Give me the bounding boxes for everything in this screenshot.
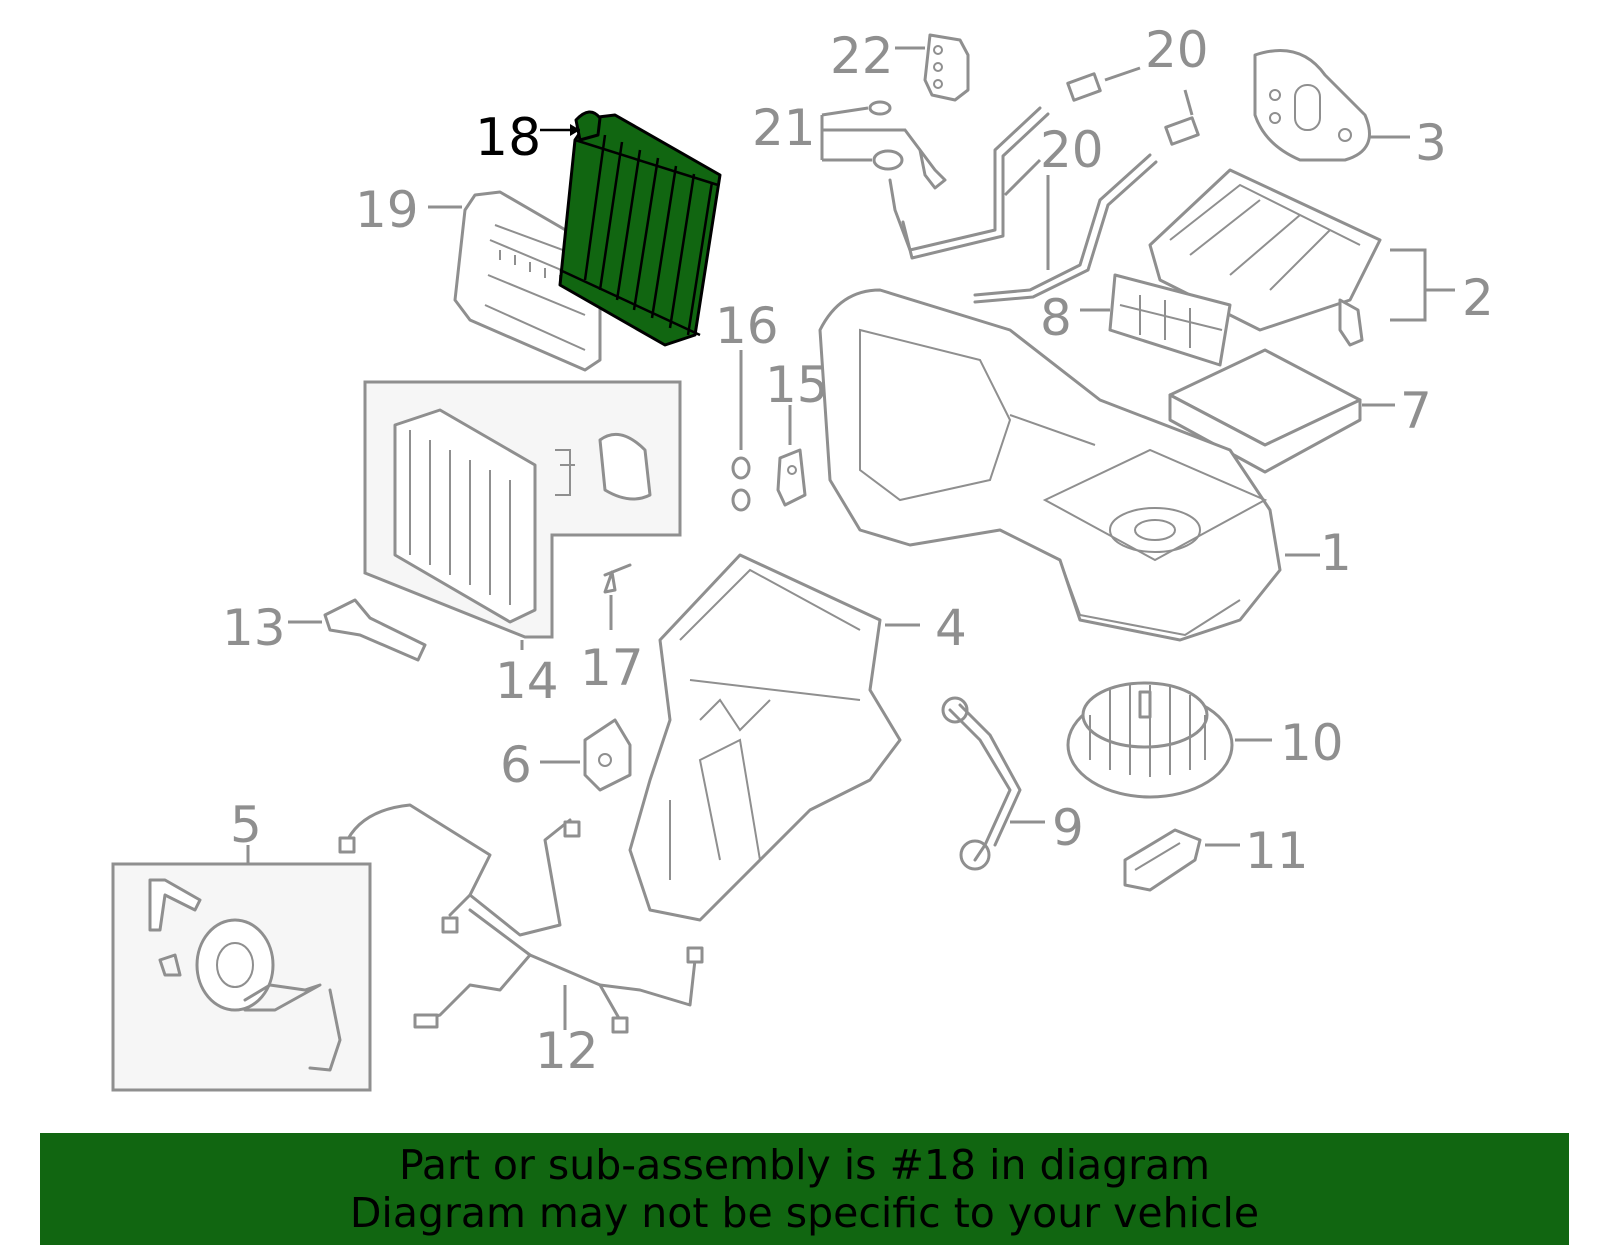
callout-14: 14: [495, 652, 559, 710]
leader-20a: [1104, 66, 1141, 82]
callout-2: 2: [1462, 269, 1494, 327]
banner-line-2: Diagram may not be specific to your vehi…: [349, 1189, 1260, 1237]
callout-5: 5: [230, 796, 262, 854]
part-17-screw[interactable]: [603, 563, 632, 594]
callout-10: 10: [1280, 714, 1344, 772]
callout-12: 12: [535, 1022, 599, 1080]
part-7-filter[interactable]: [1168, 348, 1362, 474]
part-20-lines[interactable]: [888, 72, 1200, 304]
callout-18: 18: [475, 108, 541, 168]
callout-17: 17: [580, 639, 644, 697]
banner-line-1: Part or sub-assembly is #18 in diagram: [398, 1141, 1211, 1189]
callout-6: 6: [500, 736, 532, 794]
callout-9: 9: [1052, 799, 1084, 857]
part-6-actuator[interactable]: [583, 718, 632, 792]
callout-15: 15: [765, 356, 829, 414]
callout-3: 3: [1415, 114, 1447, 172]
part-10-blower[interactable]: [1066, 681, 1234, 799]
part-16-o-rings[interactable]: [731, 456, 751, 512]
part-5-box[interactable]: [111, 862, 372, 1092]
callout-21: 21: [752, 99, 816, 157]
leader-20b: [1003, 158, 1042, 197]
callout-20-mid: 20: [1040, 121, 1104, 179]
callout-22: 22: [830, 27, 894, 85]
info-banner: Part or sub-assembly is #18 in diagram D…: [40, 1133, 1569, 1245]
part-15-expansion-valve[interactable]: [776, 448, 807, 507]
part-18-heater-core[interactable]: [558, 110, 722, 347]
leader-2: [1390, 248, 1455, 322]
callout-19: 19: [355, 181, 419, 239]
part-1-case[interactable]: [818, 288, 1282, 642]
callout-11: 11: [1245, 822, 1309, 880]
callout-4: 4: [935, 599, 967, 657]
part-8-grille[interactable]: [1108, 273, 1232, 367]
part-9-line[interactable]: [941, 696, 1022, 871]
leader-18-arrowhead: [570, 124, 580, 136]
part-21-seals[interactable]: [868, 100, 947, 190]
part-12-harness[interactable]: [338, 803, 704, 1034]
part-2-housing[interactable]: [1148, 168, 1382, 347]
part-11-resistor[interactable]: [1123, 828, 1202, 892]
callout-16: 16: [715, 297, 779, 355]
part-4-lower-case[interactable]: [628, 553, 902, 922]
part-22-plate[interactable]: [923, 33, 970, 102]
callout-13: 13: [222, 599, 286, 657]
callout-8: 8: [1040, 289, 1072, 347]
callout-1: 1: [1320, 524, 1352, 582]
leader-20a2: [1183, 89, 1194, 116]
part-13-sensor[interactable]: [323, 598, 427, 662]
part-3-gasket[interactable]: [1253, 49, 1371, 162]
callout-20-top: 20: [1145, 21, 1209, 79]
part-14-box[interactable]: [363, 380, 682, 639]
leader-21: [820, 106, 922, 162]
callout-7: 7: [1400, 382, 1432, 440]
